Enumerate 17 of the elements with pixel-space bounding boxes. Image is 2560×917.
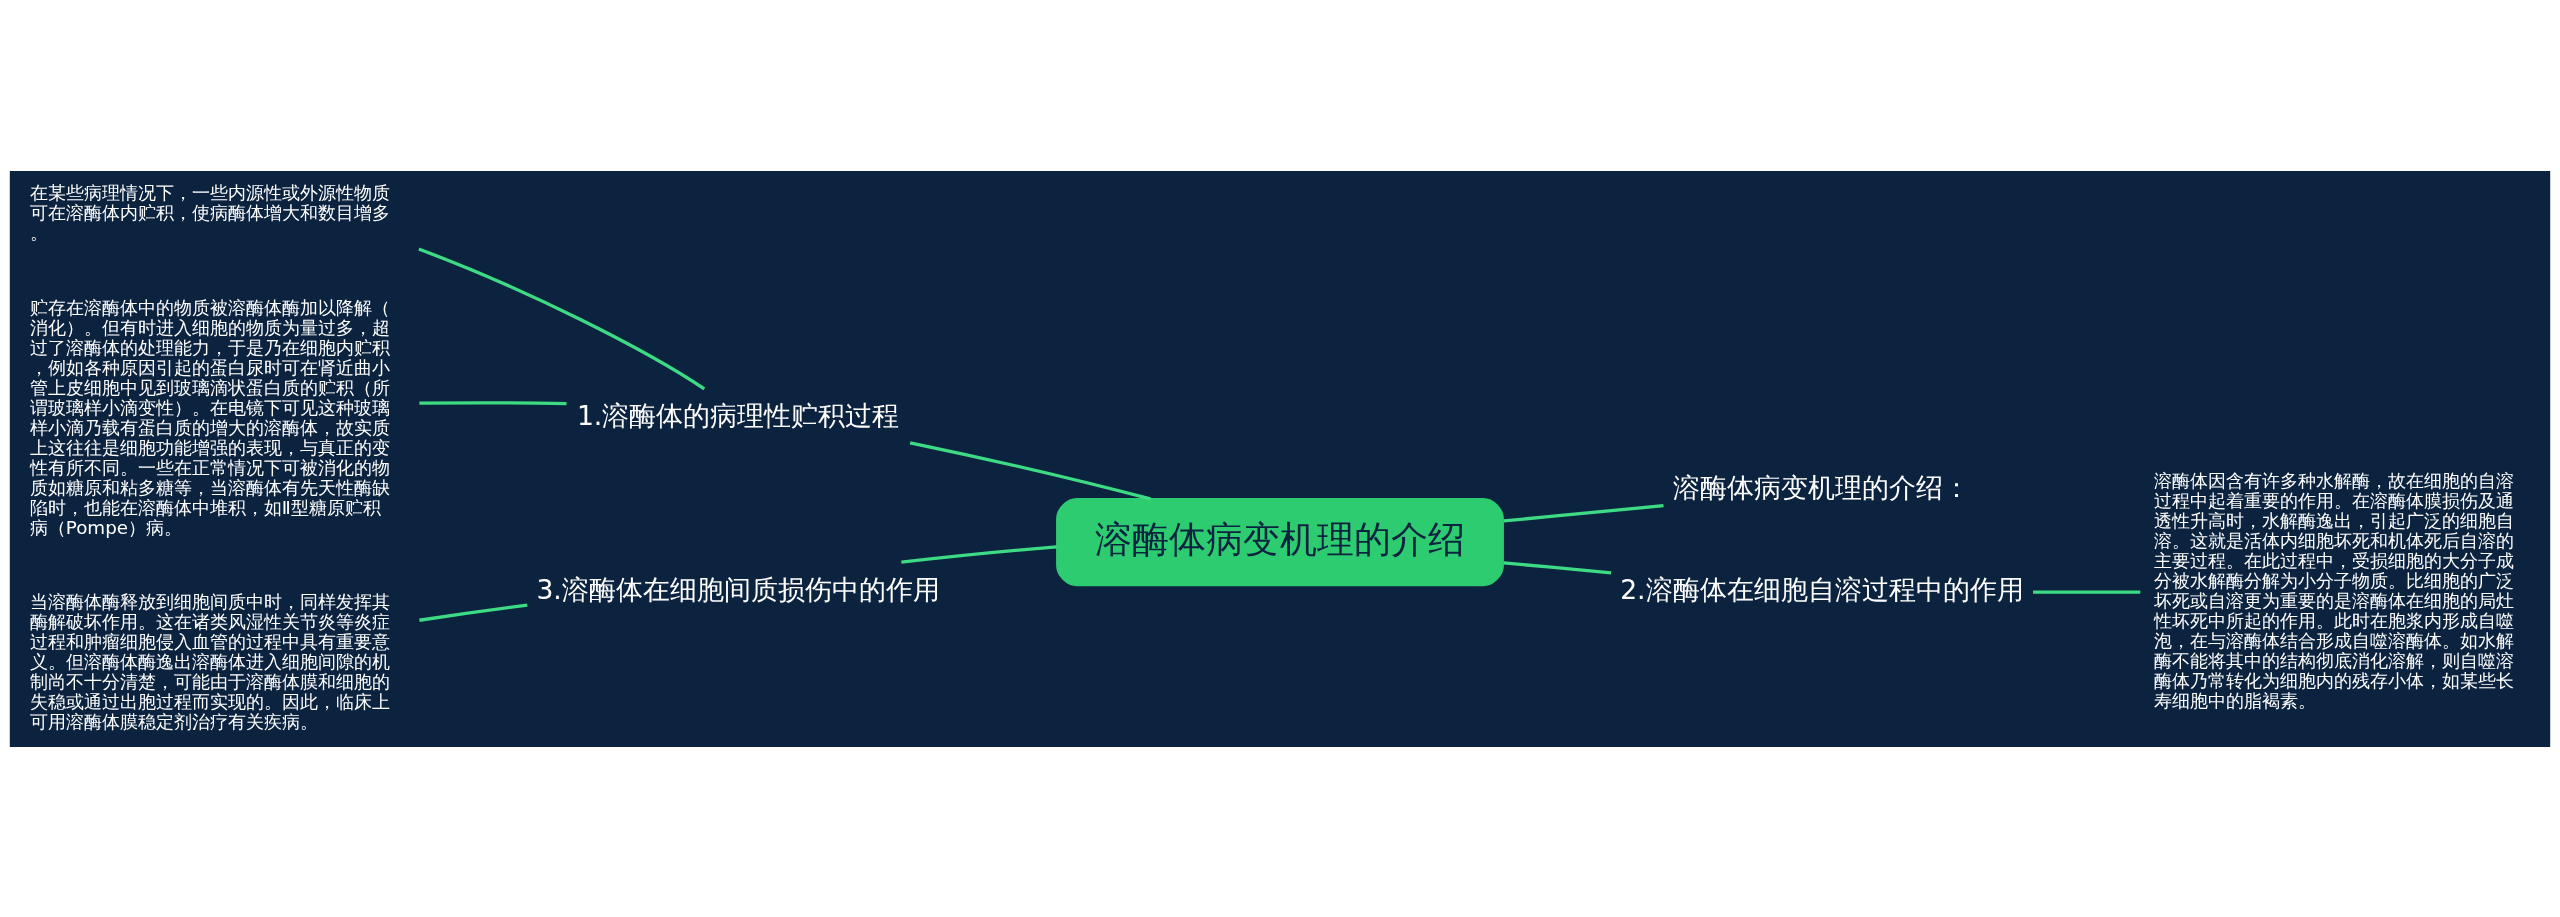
node-text: 1.溶酶体的病理性贮积过程	[576, 399, 900, 431]
connector	[909, 440, 1151, 501]
node-text: 3.溶酶体在细胞间质损伤中的作用	[536, 573, 940, 605]
node-text: 在某些病理情况下，一些内源性或外源性物质可在溶酶体内贮积，使病酶体增大和数目增多。	[29, 181, 390, 243]
node-text: 溶酶体病变机理的介绍：	[1673, 471, 1971, 503]
connector	[419, 603, 528, 622]
node-text: 溶酶体因含有许多种水解酶，故在细胞的自溶过程中起着重要的作用。在溶酶体膜损伤及通透性升高时，水解酶逸出，引起广泛的细胞自溶。这就是活体内细胞坏死和机体死后自溶的主要过程。在此过程中，受损细胞的大分子成分被水解酶分解为小分子物质。比细胞的广泛坏死或自溶更为重要的是溶酶体在细胞的局灶性坏死中所起的作用。此时在胞浆内形成自噬泡，在与溶酶体结合形成自噬溶酶体。如水解酶不能将其中的结构彻底消化溶解，则自噬溶酶体乃常转化为细胞内的残存小体，如某些长寿细胞中的脂褐素。	[2153, 469, 2514, 711]
connector	[901, 544, 1057, 564]
node-text: 当溶酶体酶释放到细胞间质中时，同样发挥其酶解破坏作用。这在诸类风湿性关节炎等炎症过程和肿瘤细胞侵入血管的过程中具有重要意义。但溶酶体酶逸出溶酶体进入细胞间隙的机制尚不十分清楚，可能由于溶酶体膜和细胞的失稳或通过出胞过程而实现的。因此，临床上可用溶酶体膜稳定剂治疗有关疾病。	[29, 590, 390, 732]
connector	[2033, 590, 2141, 594]
connector	[417, 247, 706, 390]
connector	[1503, 503, 1664, 523]
node-box: 溶酶体病变机理的介绍	[1056, 497, 1504, 586]
connector	[419, 400, 567, 405]
node-text: 2.溶酶体在细胞自溶过程中的作用	[1620, 573, 2024, 605]
connector	[1503, 560, 1612, 574]
node-text: 贮存在溶酶体中的物质被溶酶体酶加以降解（消化）。但有时进入细胞的物质为量过多，超过了溶酶体的处理能力，于是乃在细胞内贮积，例如各种原因引起的蛋白尿时可在肾近曲小管上皮细胞中见到玻璃滴状蛋白质的贮积（所谓玻璃样小滴变性）。在电镜下可见这种玻璃样小滴乃载有蛋白质的增大的溶酶体，故实质上这往往是细胞功能增强的表现，与真正的变性有所不同。一些在正常情况下可被消化的物质如糖原和粘多糖等，当溶酶体有先天性酶缺陷时，也能在溶酶体中堆积，如Ⅱ型糖原贮积病（Pompe）病。	[29, 296, 390, 538]
